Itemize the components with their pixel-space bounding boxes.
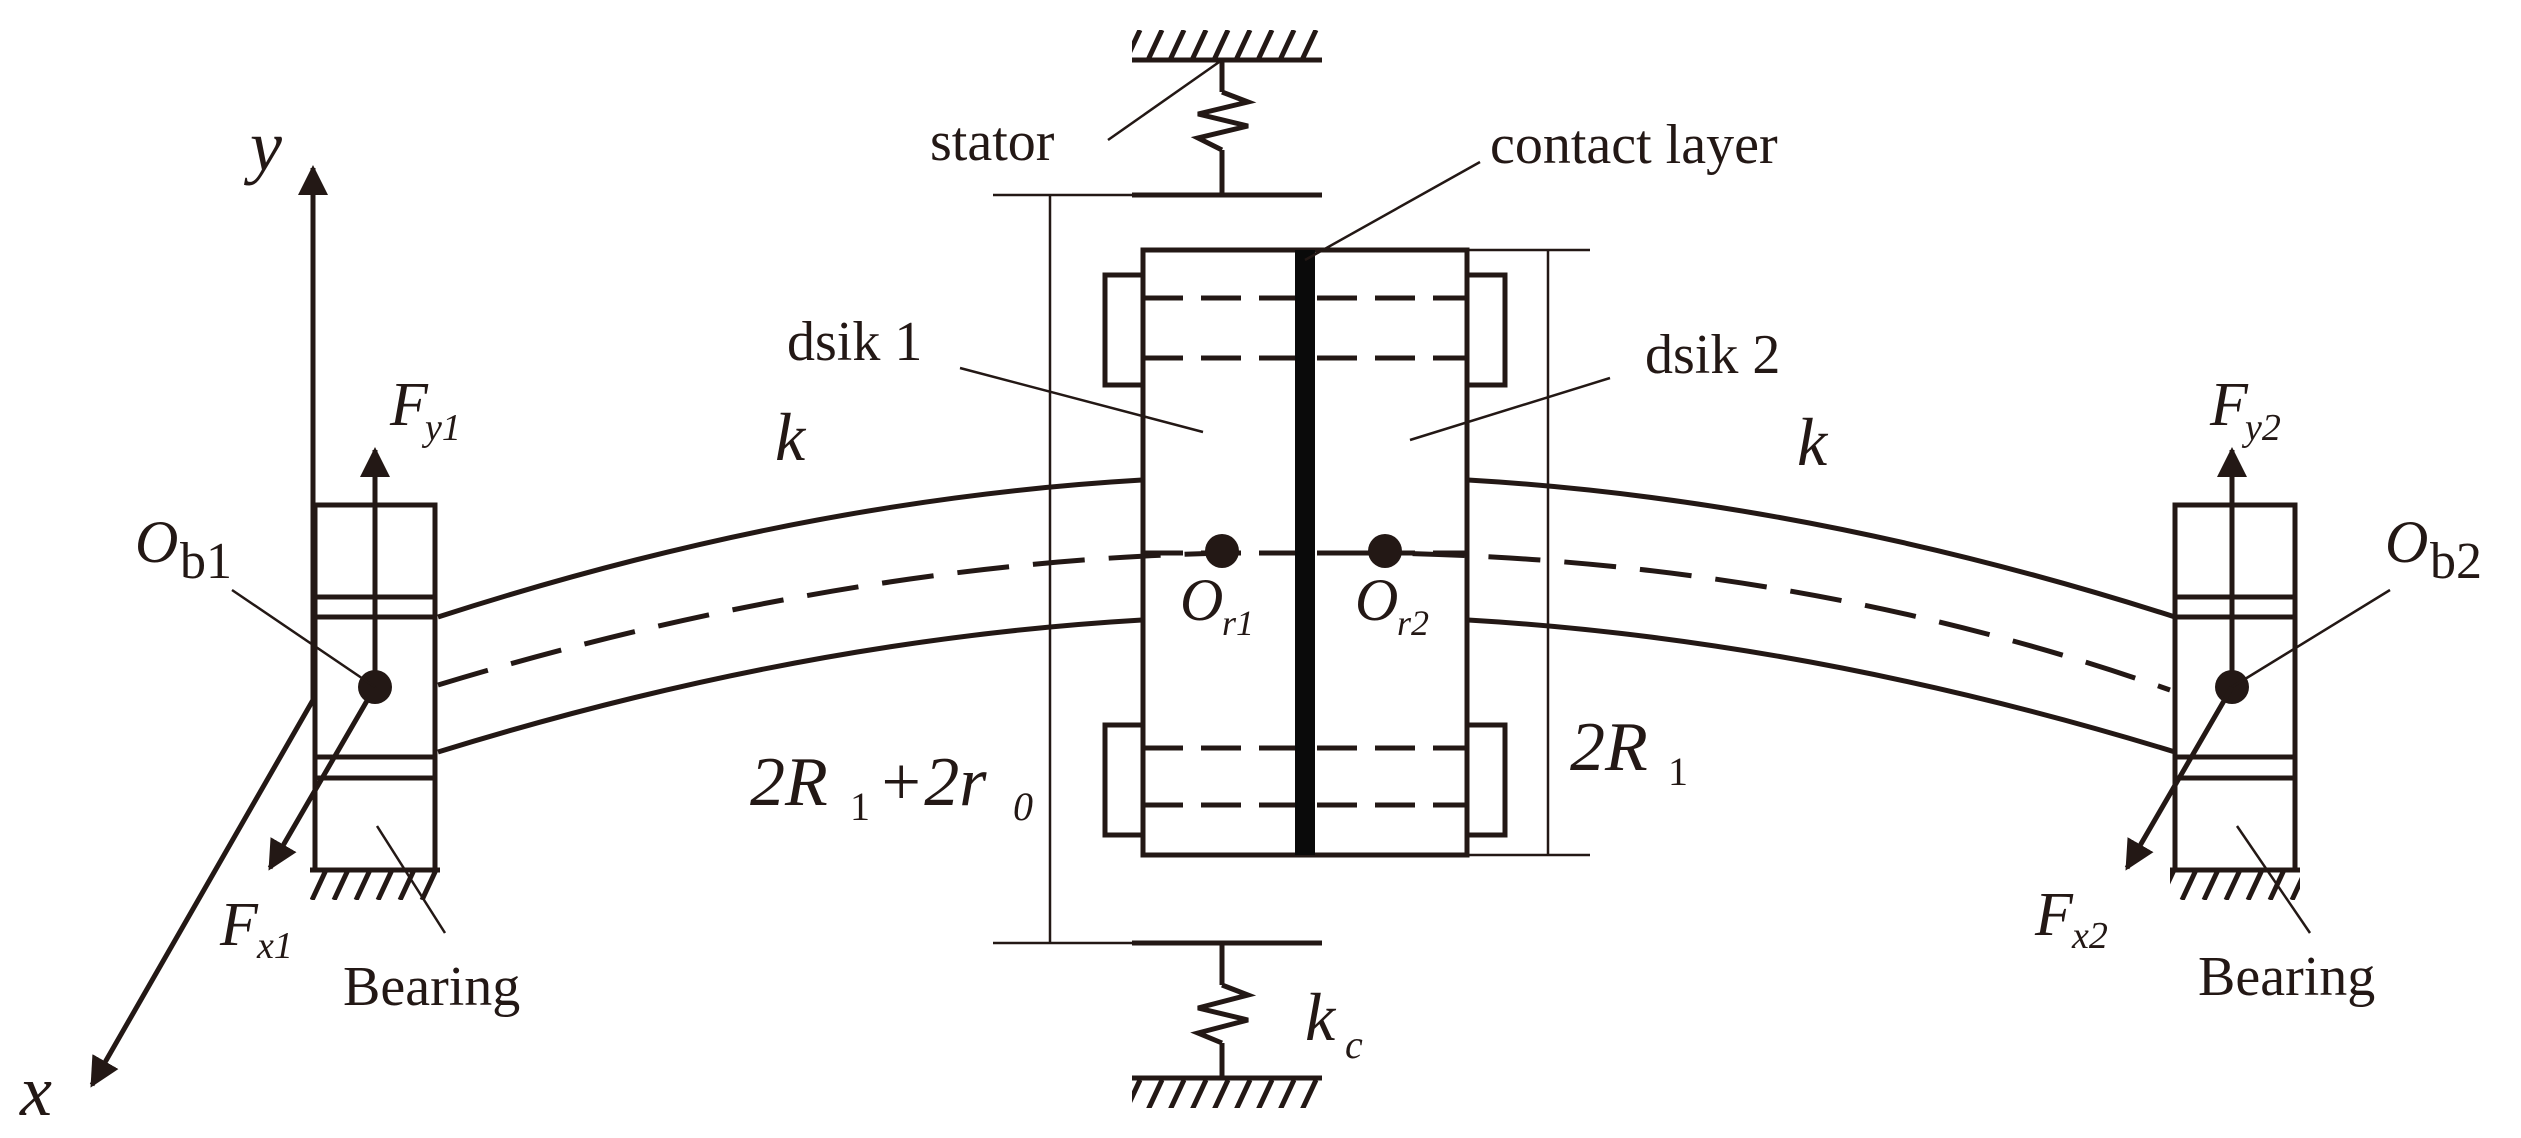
svg-text:O: O bbox=[1180, 567, 1223, 633]
left-bearing-ground-hatch bbox=[310, 872, 440, 900]
svg-text:k: k bbox=[1305, 979, 1337, 1055]
svg-text:x2: x2 bbox=[2071, 915, 2108, 957]
Or1-label: O r1 bbox=[1180, 567, 1254, 643]
inner-dimension: 2R 1 bbox=[1467, 248, 1688, 857]
disk2-bottom-blade bbox=[1464, 722, 1508, 838]
shaft-right-lower bbox=[1467, 617, 2176, 755]
Fy1-label: F y1 bbox=[389, 371, 461, 449]
svg-text:+2r: +2r bbox=[877, 744, 987, 821]
Fx2-label: F x2 bbox=[2034, 881, 2108, 957]
stator-label: stator bbox=[930, 111, 1055, 173]
disk2-leader bbox=[1409, 376, 1611, 442]
right-bearing-ground-hatch bbox=[2170, 872, 2300, 900]
svg-text:F: F bbox=[2209, 371, 2249, 439]
stator-leader bbox=[1107, 58, 1223, 142]
svg-text:F: F bbox=[219, 891, 259, 959]
outer-dimension-label: 2R 1 +2r 0 bbox=[750, 744, 1033, 829]
kc-label: k c bbox=[1305, 979, 1363, 1067]
disk2-label: dsik 2 bbox=[1645, 324, 1780, 386]
disk1-label: dsik 1 bbox=[787, 311, 922, 373]
bottom-stator-support: k c bbox=[1132, 940, 1363, 1108]
disk1-bottom-blade bbox=[1102, 722, 1146, 838]
Fy2-label: F y2 bbox=[2209, 371, 2281, 449]
shaft-left-upper bbox=[437, 477, 1143, 620]
top-spring bbox=[1190, 89, 1257, 153]
top-ground-hatch bbox=[1132, 30, 1322, 58]
Or2-label: O r2 bbox=[1355, 567, 1429, 643]
svg-text:y1: y1 bbox=[421, 407, 461, 449]
Ob1-label: O b1 bbox=[135, 509, 232, 590]
svg-text:c: c bbox=[1345, 1022, 1363, 1067]
contact-layer-leader bbox=[1304, 160, 1481, 262]
svg-text:O: O bbox=[2385, 509, 2428, 575]
Ob2-label: O b2 bbox=[2385, 509, 2482, 590]
left-bearing-leader bbox=[375, 825, 447, 934]
disk1-leader bbox=[959, 366, 1204, 434]
svg-text:r2: r2 bbox=[1397, 603, 1429, 643]
svg-text:r1: r1 bbox=[1222, 603, 1254, 643]
disk-assembly: contact layer O r1 O r2 dsik 1 dsik 2 bbox=[787, 114, 1780, 858]
right-bearing-leader bbox=[2235, 825, 2312, 934]
shaft-left-lower bbox=[437, 617, 1143, 755]
svg-text:F: F bbox=[2034, 881, 2074, 949]
svg-text:2R: 2R bbox=[750, 744, 828, 821]
Fx1-label: F x1 bbox=[219, 891, 293, 967]
svg-text:O: O bbox=[135, 509, 178, 575]
svg-text:1: 1 bbox=[1668, 749, 1688, 794]
svg-text:O: O bbox=[1355, 567, 1398, 633]
left-bearing-label: Bearing bbox=[343, 956, 520, 1018]
svg-text:y2: y2 bbox=[2241, 407, 2281, 449]
contact-layer-label: contact layer bbox=[1490, 114, 1778, 176]
svg-text:b1: b1 bbox=[180, 533, 232, 590]
top-stator-support: stator bbox=[930, 30, 1322, 198]
y-axis-label: y bbox=[243, 106, 282, 186]
disk2-top-blade bbox=[1464, 272, 1508, 388]
Fx2-arrow bbox=[2124, 685, 2235, 871]
or1-center-point bbox=[1205, 534, 1239, 568]
outer-dimension: 2R 1 +2r 0 bbox=[750, 193, 1132, 945]
x-axis bbox=[89, 698, 316, 1088]
left-bearing: F y1 F x1 O b1 Bearing bbox=[135, 371, 520, 1018]
svg-text:1: 1 bbox=[850, 784, 870, 829]
shaft-right-upper bbox=[1467, 477, 2176, 620]
coordinate-axes: y x bbox=[19, 106, 328, 1131]
x-axis-label: x bbox=[19, 1051, 52, 1131]
contact-layer bbox=[1295, 250, 1315, 855]
bottom-spring bbox=[1190, 982, 1257, 1046]
shaft-stiffness-left: k bbox=[775, 399, 807, 475]
svg-text:b2: b2 bbox=[2430, 533, 2482, 590]
Fx1-arrow bbox=[267, 685, 378, 871]
svg-text:F: F bbox=[389, 371, 429, 439]
right-bearing-label: Bearing bbox=[2198, 946, 2375, 1008]
right-bearing: F y2 F x2 O b2 Bearing bbox=[2034, 371, 2482, 1008]
shaft-stiffness-right: k bbox=[1797, 404, 1829, 480]
svg-text:x1: x1 bbox=[256, 925, 293, 967]
svg-text:0: 0 bbox=[1013, 784, 1033, 829]
svg-text:2R: 2R bbox=[1570, 709, 1648, 786]
disk1-top-blade bbox=[1102, 272, 1146, 388]
or2-center-point bbox=[1368, 534, 1402, 568]
bottom-ground-hatch bbox=[1132, 1080, 1322, 1108]
inner-dimension-label: 2R 1 bbox=[1570, 709, 1688, 794]
ob1-leader bbox=[231, 588, 376, 689]
ob2-leader bbox=[2231, 588, 2391, 689]
